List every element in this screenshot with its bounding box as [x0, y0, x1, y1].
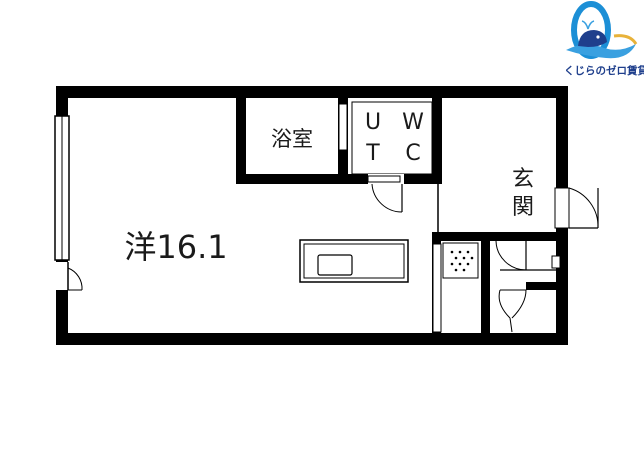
- bath-label: 浴室: [271, 127, 313, 151]
- service-wall-top: [432, 232, 568, 241]
- entrance: 玄 関: [512, 167, 599, 229]
- wall-top: [56, 86, 568, 98]
- outer-walls: [56, 86, 568, 345]
- refrigerator: [442, 242, 479, 279]
- kitchen-counter: [299, 239, 409, 283]
- service-block: [432, 232, 568, 345]
- wall-bottom: [56, 333, 568, 345]
- western-room-label: 洋16.1: [124, 228, 227, 266]
- logo: くじらのゼロ賃貸: [564, 1, 644, 77]
- utility-label-t: T: [365, 141, 380, 166]
- front-door: [554, 187, 599, 229]
- whale-icon: [578, 30, 607, 47]
- bath-wall-left: [236, 98, 246, 184]
- storage-door-lower: [498, 289, 527, 333]
- bathroom: 浴室: [236, 98, 354, 184]
- entrance-label-top: 玄: [512, 167, 534, 192]
- utility-wall-right: [432, 98, 442, 184]
- closet-panel: [432, 243, 442, 333]
- storage-partition: [526, 282, 556, 290]
- logo-text: くじらのゼロ賃貸: [564, 64, 644, 77]
- utility-label-c: C: [405, 141, 420, 166]
- utility-label-w: W: [402, 110, 424, 135]
- utility-door: [367, 174, 404, 213]
- whale-spout: [581, 20, 595, 30]
- logo-gold-swoosh: [613, 34, 638, 45]
- left-window: [54, 115, 70, 261]
- utility-room: U W T C: [348, 98, 442, 213]
- left-door: [55, 262, 83, 291]
- logo-wave: [566, 44, 636, 59]
- storage-door-upper: [490, 240, 561, 271]
- bath-wall-bottom: [236, 174, 354, 184]
- service-wall-mid: [481, 232, 490, 345]
- sink: [317, 254, 353, 276]
- whale-eye: [596, 35, 600, 39]
- entrance-label-bottom: 関: [512, 195, 534, 220]
- utility-label-u: U: [365, 110, 381, 135]
- bath-door: [338, 103, 348, 151]
